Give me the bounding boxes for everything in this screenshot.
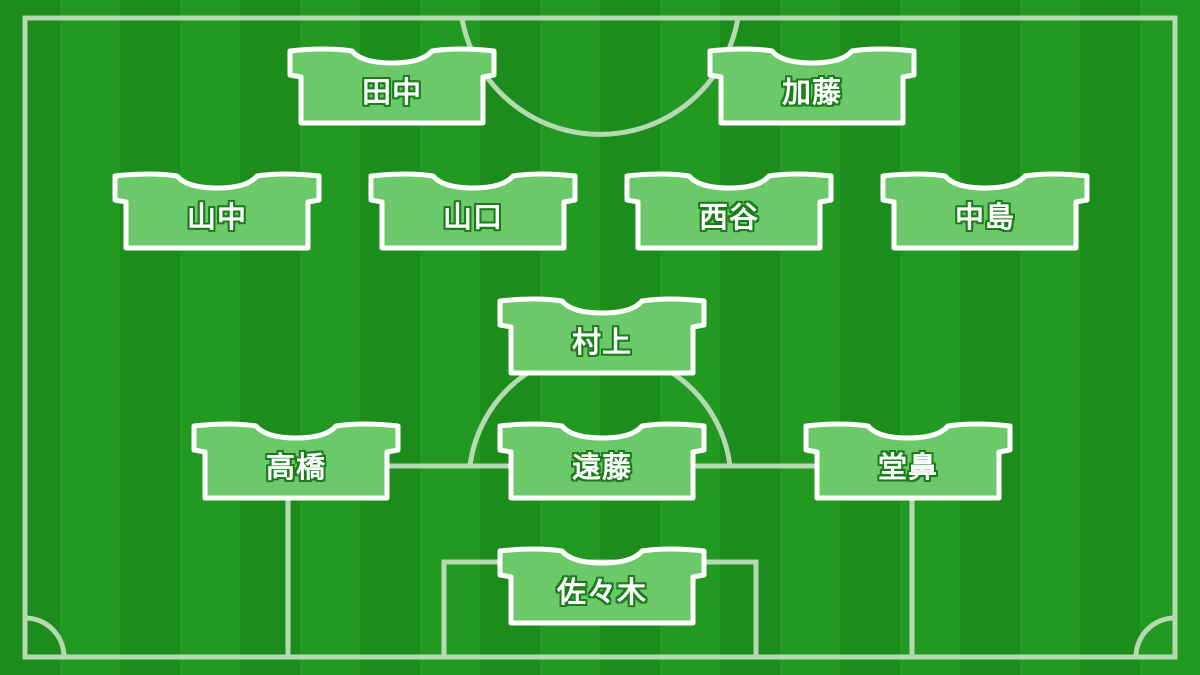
corner-arc-right xyxy=(1133,615,1176,658)
player-shirt-mf-4[interactable]: 中島 xyxy=(879,170,1091,252)
player-shirt-df-left[interactable]: 高橋 xyxy=(190,420,402,502)
player-shirt-fw-left[interactable]: 田中 xyxy=(286,45,498,127)
shirt-icon xyxy=(803,421,1013,501)
player-shirt-mf-2[interactable]: 山口 xyxy=(367,170,579,252)
pitch-stripe xyxy=(960,0,1020,675)
player-name: 中島 xyxy=(954,200,1015,234)
player-name: 山中 xyxy=(186,200,247,234)
shirt-icon xyxy=(880,171,1090,251)
player-name: 山口 xyxy=(442,200,503,234)
pitch-stripe xyxy=(1140,0,1200,675)
shirt-icon xyxy=(368,171,578,251)
player-shirt-gk[interactable]: 佐々木 xyxy=(496,545,708,627)
player-shirt-fw-right[interactable]: 加藤 xyxy=(706,45,918,127)
shirt-icon xyxy=(624,171,834,251)
player-shirt-df-right[interactable]: 堂鼻 xyxy=(802,420,1014,502)
player-shirt-dm[interactable]: 村上 xyxy=(496,295,708,377)
shirt-icon xyxy=(497,421,707,501)
shirt-icon xyxy=(497,546,707,626)
player-name: 田中 xyxy=(361,75,422,109)
pitch-stripe xyxy=(120,0,180,675)
pitch-stripe xyxy=(1080,0,1140,675)
pitch-stripe xyxy=(60,0,120,675)
touchline-boundary xyxy=(22,15,1178,660)
shirt-icon xyxy=(707,46,917,126)
player-shirt-df-center[interactable]: 遠藤 xyxy=(496,420,708,502)
shirt-icon xyxy=(191,421,401,501)
pitch-stripe xyxy=(0,0,60,675)
pitch-stripe xyxy=(180,0,240,675)
shirt-icon xyxy=(497,296,707,376)
shirt-icon xyxy=(287,46,497,126)
player-shirt-mf-1[interactable]: 山中 xyxy=(111,170,323,252)
player-shirt-mf-3[interactable]: 西谷 xyxy=(623,170,835,252)
player-name: 西谷 xyxy=(698,200,759,234)
player-name: 佐々木 xyxy=(556,575,647,609)
player-name: 堂鼻 xyxy=(877,450,938,484)
shirt-icon xyxy=(112,171,322,251)
player-name: 高橋 xyxy=(265,450,326,484)
player-name: 村上 xyxy=(571,325,632,359)
player-name: 加藤 xyxy=(781,75,842,109)
pitch-stripe xyxy=(1020,0,1080,675)
corner-arc-left xyxy=(24,615,67,658)
player-name: 遠藤 xyxy=(571,450,632,484)
